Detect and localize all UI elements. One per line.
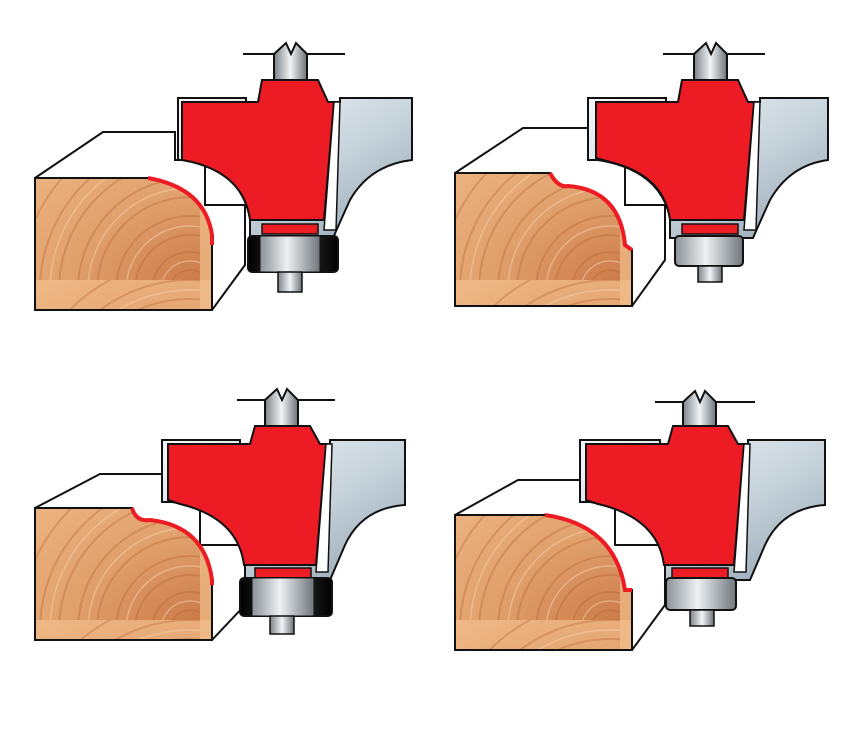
shank-tip-icon <box>273 41 308 81</box>
shank-tip-icon <box>682 389 717 427</box>
router-bit <box>587 41 829 283</box>
wood-workpiece <box>34 131 246 311</box>
bearing-silver <box>665 577 737 611</box>
bearing-screw-icon <box>689 609 715 627</box>
bearing-screw-icon <box>697 265 723 283</box>
shank-tip-icon <box>693 41 728 81</box>
cut-profile-line <box>130 507 214 585</box>
router-bit <box>177 41 413 293</box>
panel-top-right <box>454 41 829 307</box>
router-bit <box>161 387 406 635</box>
shank-tip-icon <box>264 387 299 427</box>
wood-workpiece <box>454 127 666 307</box>
cut-profile-line <box>147 176 214 245</box>
wood-workpiece <box>34 473 246 641</box>
panel-bottom-right <box>454 389 826 651</box>
bearing-silver <box>674 235 744 267</box>
panel-top-left <box>34 41 413 311</box>
router-bit <box>579 389 826 627</box>
bearing-screw-icon <box>277 271 303 293</box>
bearing-screw-icon <box>269 615 295 635</box>
cut-profile-line <box>548 172 634 252</box>
panel-bottom-left <box>34 387 406 641</box>
cut-profile-line <box>544 513 632 592</box>
